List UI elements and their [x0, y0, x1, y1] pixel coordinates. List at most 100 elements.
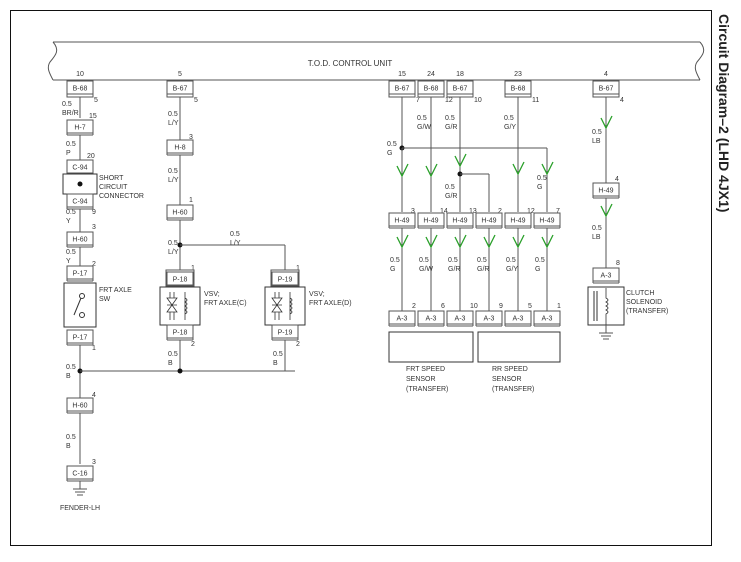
connector-box — [66, 265, 94, 280]
wire-size: 0.5 — [62, 101, 72, 108]
connector-label: H-49 — [394, 218, 409, 225]
connector-box — [504, 310, 532, 325]
connector-a3: A-3 — [533, 310, 561, 327]
wire-color: Y — [66, 258, 71, 265]
short-connector-label: CONNECTOR — [99, 193, 144, 200]
cu-connector-b-68: B-68 — [66, 80, 94, 98]
cu-pin-number: 24 — [427, 71, 435, 78]
check-mark-icon — [396, 163, 409, 178]
cu-connector-b-67: B-67 — [166, 80, 194, 98]
connector-h49-clutch: H-49 — [592, 182, 620, 199]
connector-label: A-3 — [484, 316, 495, 323]
vsv-frt-axle-c-label: VSV; — [204, 291, 220, 298]
wire-color: B — [273, 360, 278, 367]
connector-h49: H-49 — [417, 212, 445, 229]
pin: 9 — [499, 303, 503, 310]
connector-box — [166, 324, 194, 339]
check-mark-icon — [483, 234, 496, 249]
pin: 3 — [189, 134, 193, 141]
ground-label-fender-lh: FENDER-LH — [60, 505, 100, 512]
rr-speed-sensor-label: RR SPEED — [492, 366, 528, 373]
pin: 2 — [191, 341, 195, 348]
connector-label: P-19 — [278, 330, 293, 337]
connector-label: B-68 — [73, 86, 88, 93]
connector-label: C-94 — [72, 165, 87, 172]
wire-color: G/R — [445, 193, 457, 200]
connector-box — [475, 310, 503, 325]
pin: 1 — [557, 303, 561, 310]
connector-box — [388, 212, 416, 227]
connector-box — [592, 267, 620, 282]
check-mark-icon — [512, 161, 525, 176]
wire-color: G — [535, 266, 540, 273]
connector-box — [446, 80, 474, 95]
connector-label: H-8 — [174, 145, 185, 152]
vsv-frt-axle-d-body — [264, 286, 306, 326]
connector-label: H-49 — [510, 218, 525, 225]
frt-speed-sensor-label: FRT SPEED — [406, 366, 445, 373]
pin: 1 — [296, 265, 300, 272]
connector-label: H-49 — [423, 218, 438, 225]
wire-color: Y — [66, 218, 71, 225]
wire-size: 0.5 — [445, 115, 455, 122]
pin: 4 — [92, 392, 96, 399]
connector-a3: A-3 — [475, 310, 503, 327]
connector-h60-b: H-60 — [66, 397, 94, 414]
cu-pin-number: 4 — [604, 71, 608, 78]
valve-icon — [166, 292, 178, 320]
connector-box — [475, 212, 503, 227]
wire-size: 0.5 — [592, 225, 602, 232]
connector-label: H-60 — [172, 210, 187, 217]
cu-connector-b-67: B-67 — [592, 80, 620, 98]
connector-h49: H-49 — [446, 212, 474, 229]
pin: 9 — [92, 209, 96, 216]
wire-size: 0.5 — [448, 257, 458, 264]
cu-out-pin: 10 — [474, 97, 482, 104]
connector-box — [166, 80, 194, 95]
connector-box — [592, 80, 620, 95]
wire-size: 0.5 — [66, 249, 76, 256]
check-mark-icon — [454, 234, 467, 249]
connector-h49: H-49 — [388, 212, 416, 229]
wire-color: G — [537, 184, 542, 191]
cu-pin-number: 23 — [514, 71, 522, 78]
wire-size: 0.5 — [535, 257, 545, 264]
connector-box — [66, 231, 94, 246]
cu-connector-b-68: B-68 — [504, 80, 532, 98]
connector-label: C-94 — [72, 199, 87, 206]
pin: 20 — [87, 153, 95, 160]
connector-label: H-49 — [452, 218, 467, 225]
connector-c16: C-16 — [66, 465, 94, 482]
clutch-solenoid-label: SOLENOID — [626, 299, 662, 306]
wire-size: 0.5 — [168, 240, 178, 247]
connector-box — [417, 310, 445, 325]
connector-box — [533, 310, 561, 325]
connector-label: H-7 — [74, 125, 85, 132]
connector-box — [66, 397, 94, 412]
connector-box — [271, 324, 299, 339]
valve-icon — [271, 292, 283, 320]
pin: 2 — [498, 208, 502, 215]
connector-c94-bottom: C-94 — [66, 193, 94, 210]
wire-color: LB — [592, 138, 601, 145]
wire-color: G — [390, 266, 395, 273]
cu-out-pin: 12 — [445, 97, 453, 104]
cu-out-pin: 7 — [416, 97, 420, 104]
vsv-frt-axle-c-body — [159, 286, 201, 326]
connector-label: B-67 — [599, 86, 614, 93]
connector-label: A-3 — [455, 316, 466, 323]
pin: 14 — [440, 208, 448, 215]
wire-color: G/W — [419, 266, 433, 273]
clutch-solenoid-label: CLUTCH — [626, 290, 654, 297]
connector-label: P-18 — [173, 277, 188, 284]
vsv-frt-axle-c-connector-bottom: P-18 — [166, 324, 194, 341]
connector-box — [504, 80, 532, 95]
connector-h49: H-49 — [504, 212, 532, 229]
vsv-frt-axle-d-label: FRT AXLE(D) — [309, 300, 352, 307]
check-mark-icon — [600, 115, 613, 130]
switch-contact-icon — [79, 293, 85, 299]
cu-connector-b-67: B-67 — [446, 80, 474, 98]
cu-out-pin: 4 — [620, 97, 624, 104]
connector-h49: H-49 — [475, 212, 503, 229]
wire-size: 0.5 — [445, 184, 455, 191]
